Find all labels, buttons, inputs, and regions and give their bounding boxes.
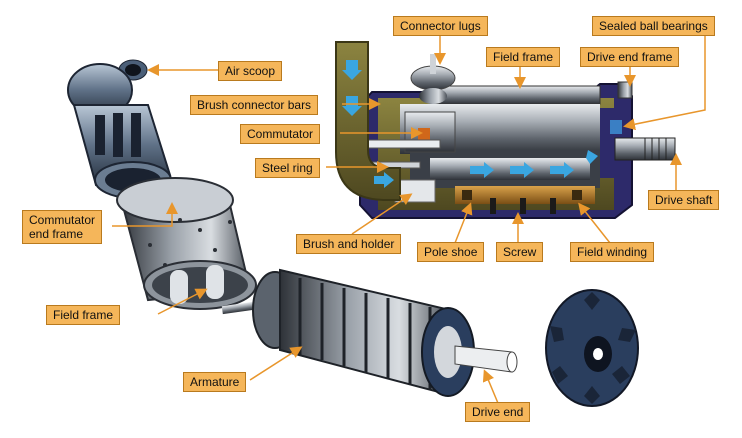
label-field-frame-left: Field frame bbox=[46, 305, 121, 325]
label-commutator: Commutator bbox=[240, 124, 321, 144]
cutaway-assembly bbox=[335, 41, 676, 219]
commutator-end-frame-part bbox=[67, 59, 172, 199]
fan-disc-part bbox=[545, 289, 639, 407]
label-drive-shaft: Drive shaft bbox=[648, 190, 720, 210]
label-brush-and-holder: Brush and holder bbox=[296, 234, 402, 254]
label-drive-end-frame: Drive end frame bbox=[580, 47, 680, 67]
label-armature: Armature bbox=[183, 372, 247, 392]
label-connector-lugs: Connector lugs bbox=[393, 16, 488, 36]
field-frame-part bbox=[116, 177, 257, 310]
label-pole-shoe: Pole shoe bbox=[417, 242, 485, 262]
label-field-winding: Field winding bbox=[570, 242, 655, 262]
label-steel-ring: Steel ring bbox=[255, 158, 320, 178]
label-screw: Screw bbox=[496, 242, 544, 262]
label-brush-connector-bars: Brush connector bars bbox=[190, 95, 319, 115]
label-field-frame-top: Field frame bbox=[486, 47, 561, 67]
label-drive-end: Drive end bbox=[465, 402, 531, 422]
label-sealed-ball-bearings: Sealed ball bearings bbox=[592, 16, 715, 36]
label-commutator-end-frame: Commutator end frame bbox=[22, 210, 103, 244]
label-air-scoop: Air scoop bbox=[218, 61, 283, 81]
armature-part bbox=[221, 268, 518, 397]
leader-lines bbox=[112, 28, 706, 409]
